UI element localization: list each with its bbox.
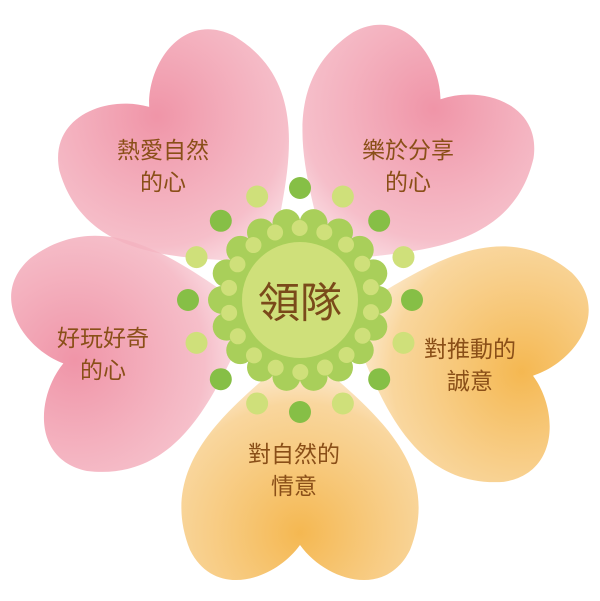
petal-label-line1: 對推動的 [424,337,516,363]
center-dot-outer [185,331,208,354]
center-dot-outer [401,289,423,311]
petal-label-line1: 好玩好奇 [57,326,149,352]
flower-center [177,177,423,423]
petal-label-line2: 的心 [140,170,186,196]
petal-label-line2: 情意 [271,474,317,500]
center-dot-inner [362,279,379,296]
center-dot-outer [331,392,354,415]
center-dot-outer [331,185,354,208]
petal-label-nature-affection: 對自然的 情意 [248,439,340,503]
petal-label-line2: 的心 [80,358,126,384]
center-dot-outer [368,209,391,232]
center-dot-inner [267,359,284,376]
center-dot-inner [362,304,379,321]
center-dot-outer [289,401,311,423]
center-dot-inner [316,224,333,241]
petal-label-line2: 誠意 [447,369,493,395]
center-dot-inner [338,346,355,363]
center-dot-inner [338,236,355,253]
petal-label-playful-curious: 好玩好奇 的心 [57,323,149,387]
center-dot-outer [209,368,232,391]
center-inner-disc [242,242,358,358]
center-dot-inner [292,363,309,380]
petal-label-enjoy-sharing: 樂於分享 的心 [362,135,454,199]
center-dot-inner [267,224,284,241]
center-dot-inner [291,220,308,237]
center-dot-outer [185,246,208,269]
petal-label-line1: 樂於分享 [362,138,454,164]
petal-label-line1: 熱愛自然 [117,138,209,164]
center-dot-inner [221,279,238,296]
center-dot-outer [246,392,269,415]
center-dot-inner [354,255,371,272]
petal-label-promotion-sincerity: 對推動的 誠意 [424,334,516,398]
center-dot-outer [368,368,391,391]
center-dot-outer [392,331,415,354]
petal-bottom [181,345,419,581]
center-label: 領隊 [257,278,343,328]
petal-label-line2: 的心 [385,170,431,196]
center-dot-inner [354,327,371,344]
center-dot-inner [229,328,246,345]
center-dot-inner [229,256,246,273]
petal-label-line1: 對自然的 [248,442,340,468]
petal-label-love-nature: 熱愛自然 的心 [117,135,209,199]
center-dot-outer [289,177,311,199]
center-dot-inner [245,237,262,254]
center-dot-outer [246,185,269,208]
center-dot-inner [245,347,262,364]
petal-top-right [302,25,535,264]
center-dot-outer [392,246,415,269]
center-dot-outer [209,209,232,232]
petal-top-left [58,29,289,265]
center-dot-inner [221,304,238,321]
center-dot-inner [316,359,333,376]
center-dot-outer [177,289,199,311]
